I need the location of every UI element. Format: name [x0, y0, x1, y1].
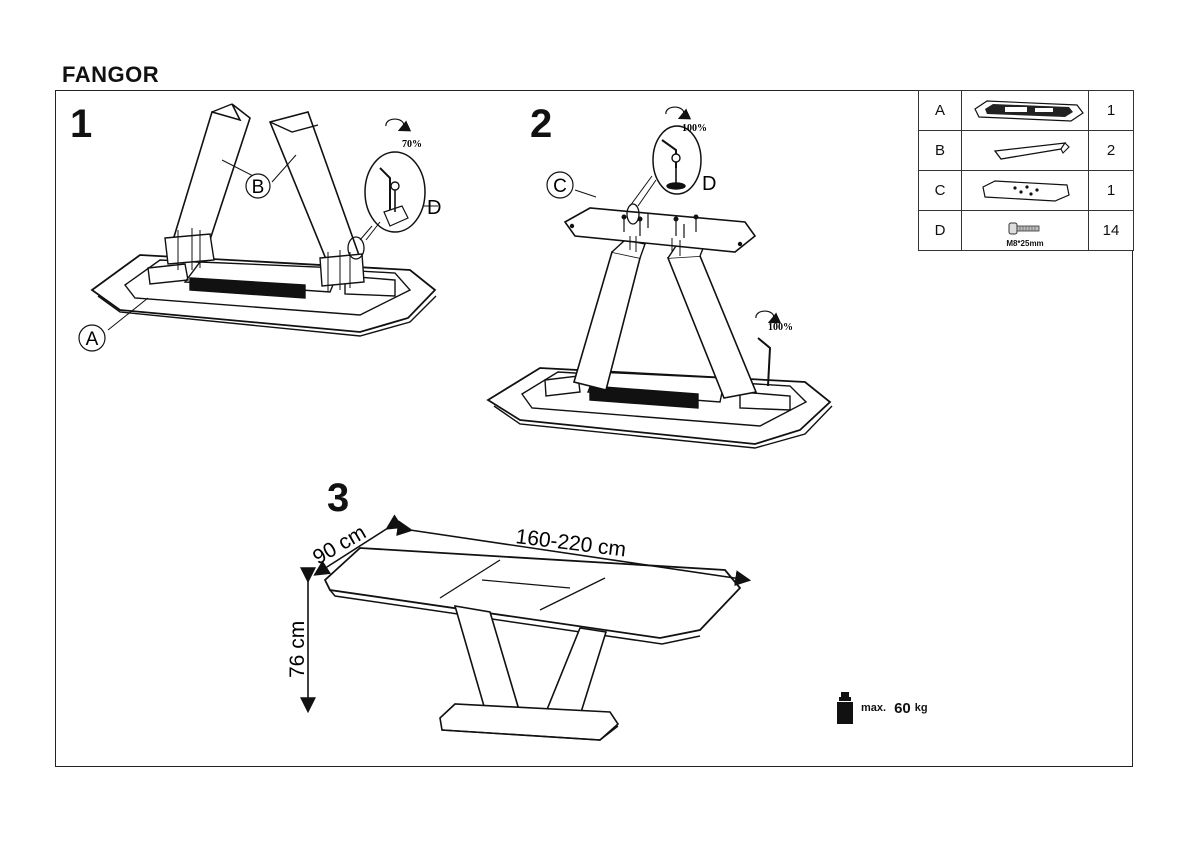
step-number-1: 1	[70, 102, 93, 146]
max-load-value: 60	[894, 699, 911, 717]
bolt-spec: M8*25mm	[1006, 239, 1044, 248]
rotation-label-step1: 70%	[402, 139, 422, 150]
part-letter: B	[918, 130, 962, 171]
part-qty: 2	[1088, 130, 1134, 171]
label-c-step2: C	[553, 176, 567, 197]
part-qty: 1	[1088, 170, 1134, 211]
part-qty: 14	[1088, 210, 1134, 251]
tabletop-frame-icon	[974, 99, 1084, 122]
label-d-step1: D	[427, 197, 441, 219]
rotation-label-step2-side: 100%	[768, 322, 793, 333]
max-load-unit: kg	[914, 702, 928, 714]
max-load: max. 60 kg	[835, 690, 928, 726]
step-number-2: 2	[530, 102, 553, 146]
parts-table: A 1 B 2 C	[918, 90, 1134, 251]
instruction-frame	[55, 90, 1133, 767]
parts-row-c: C 1	[918, 170, 1134, 211]
label-b-step1: B	[252, 177, 265, 198]
max-load-word: max.	[861, 702, 887, 714]
parts-row-b: B 2	[918, 130, 1134, 171]
part-picture	[961, 170, 1089, 211]
leg-icon	[993, 141, 1070, 160]
dimension-length: 160-220 cm	[514, 525, 627, 561]
parts-row-d: D M8*25mm 14	[918, 210, 1134, 251]
part-letter: D	[918, 210, 962, 251]
step-number-3: 3	[327, 476, 350, 520]
part-picture	[961, 130, 1089, 171]
rotation-label-step2-top: 100%	[682, 123, 707, 134]
bolt-icon	[1008, 222, 1040, 234]
part-letter: A	[918, 90, 962, 131]
part-qty: 1	[1088, 90, 1134, 131]
part-picture: M8*25mm	[961, 210, 1089, 251]
step-2-illustration	[486, 106, 833, 449]
document-title: FANGOR	[62, 62, 160, 87]
mounting-plate-icon	[982, 179, 1070, 202]
dimension-height: 76 cm	[286, 621, 309, 678]
step-3-illustration	[300, 514, 752, 741]
step-1-illustration	[90, 103, 438, 337]
parts-row-a: A 1	[918, 90, 1134, 131]
label-a-step1: A	[86, 329, 99, 350]
weight-icon	[837, 692, 853, 724]
label-d-step2: D	[702, 173, 716, 195]
part-letter: C	[918, 170, 962, 211]
